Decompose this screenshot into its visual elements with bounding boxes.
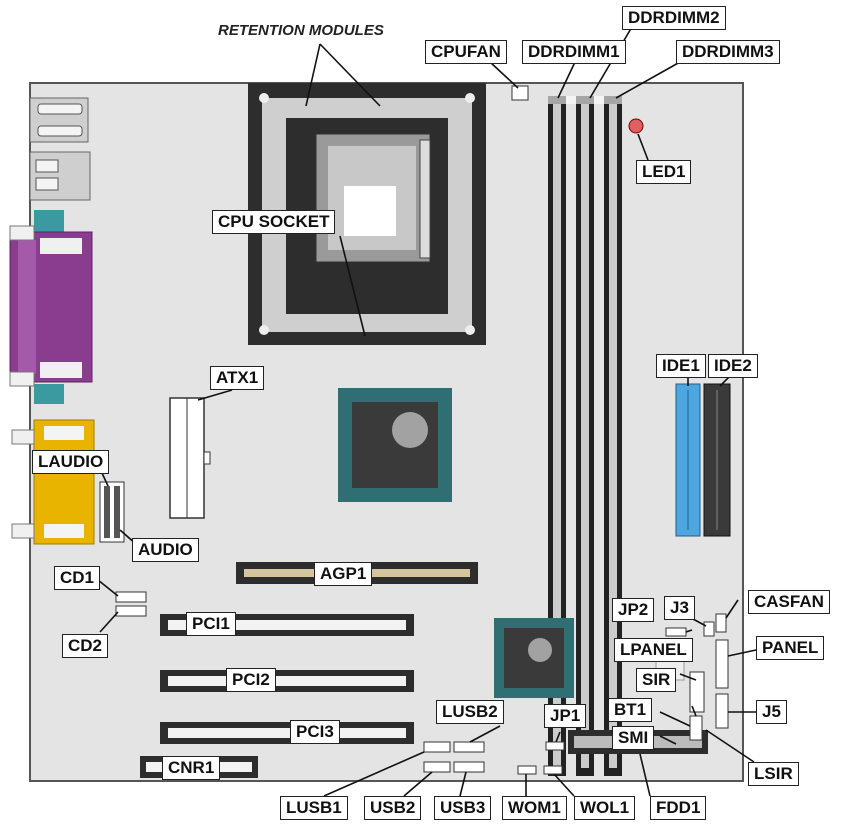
cpu-socket: [315, 133, 431, 263]
j3-jumper: [703, 621, 715, 637]
retention-modules-title: RETENTION MODULES: [218, 22, 384, 39]
usb-ports: [29, 97, 89, 143]
casfan-header: [715, 613, 727, 633]
label-casfan: CASFAN: [748, 590, 830, 614]
usb3-header: [453, 761, 485, 773]
label-ide2: IDE2: [708, 354, 758, 378]
jp1-jumper: [545, 741, 565, 751]
label-smi: SMI: [612, 726, 655, 750]
panel-header: [715, 639, 729, 689]
northbridge-chip: [338, 388, 452, 502]
label-audio: AUDIO: [132, 538, 199, 562]
atx-power-connector: [169, 397, 211, 519]
wom1-header: [517, 765, 537, 775]
j5-header: [715, 693, 729, 729]
ide-connectors: [675, 383, 731, 537]
cd2-header: [115, 605, 147, 617]
label-agp1: AGP1: [314, 562, 373, 586]
label-pci3: PCI3: [290, 720, 340, 744]
jp2-jumper: [665, 627, 687, 637]
label-wom1: WOM1: [502, 796, 567, 820]
label-usb3: USB3: [434, 796, 492, 820]
led1-light: [628, 118, 644, 134]
label-pci2: PCI2: [226, 668, 276, 692]
label-ide1: IDE1: [656, 354, 706, 378]
wol1-header: [543, 765, 563, 775]
label-cd1: CD1: [54, 566, 101, 590]
label-j3: J3: [664, 596, 695, 620]
lusb2-header: [453, 741, 485, 753]
sir-header: [689, 715, 703, 741]
label-jp1: JP1: [544, 704, 587, 728]
label-j5: J5: [756, 700, 787, 724]
label-lusb1: LUSB1: [280, 796, 348, 820]
label-lpanel: LPANEL: [614, 638, 693, 662]
label-lsir: LSIR: [748, 762, 799, 786]
label-jp2: JP2: [612, 598, 655, 622]
label-laudio: LAUDIO: [32, 450, 110, 474]
lpanel-header: [689, 671, 705, 713]
label-atx1: ATX1: [210, 366, 265, 390]
label-bt1: BT1: [608, 698, 653, 722]
audio-header: [99, 481, 125, 543]
cpufan-header: [511, 85, 529, 101]
label-ddrdimm1: DDRDIMM1: [522, 40, 626, 64]
label-cnr1: CNR1: [162, 756, 221, 780]
cd1-header: [115, 591, 147, 603]
audio-ports: [11, 419, 95, 545]
lan-port: [29, 151, 91, 201]
label-ddrdimm3: DDRDIMM3: [676, 40, 780, 64]
usb2-header: [423, 761, 451, 773]
label-fdd1: FDD1: [650, 796, 707, 820]
label-lusb2: LUSB2: [436, 700, 504, 724]
label-cd2: CD2: [62, 634, 109, 658]
label-ddrdimm2: DDRDIMM2: [622, 6, 726, 30]
parallel-port: [9, 210, 93, 404]
label-cpu-socket: CPU SOCKET: [212, 210, 336, 234]
label-sir: SIR: [636, 668, 677, 692]
label-wol1: WOL1: [574, 796, 636, 820]
label-panel: PANEL: [756, 636, 825, 660]
label-usb2: USB2: [364, 796, 422, 820]
lusb1-header: [423, 741, 451, 753]
southbridge-chip: [494, 618, 574, 698]
label-cpufan: CPUFAN: [425, 40, 507, 64]
label-pci1: PCI1: [186, 612, 236, 636]
label-led1: LED1: [636, 160, 692, 184]
